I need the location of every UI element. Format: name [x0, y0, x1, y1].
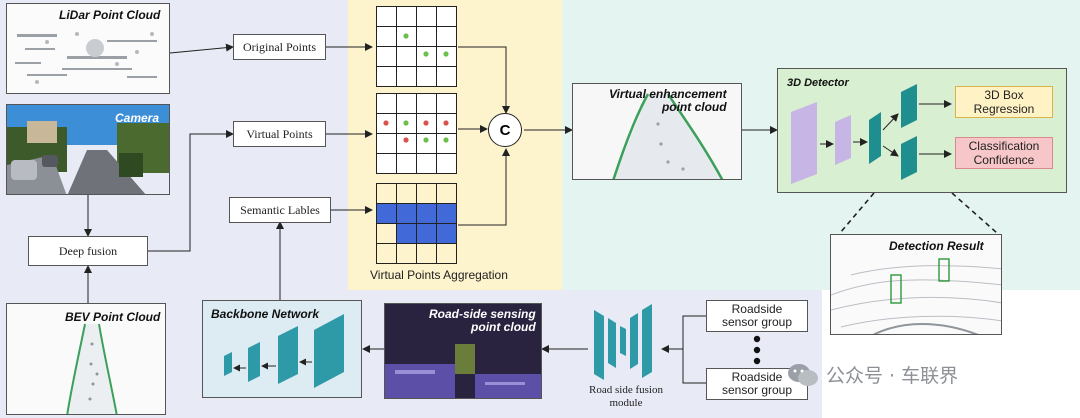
detection-result-title: Detection Result — [889, 239, 984, 253]
concat-node: C — [488, 113, 522, 147]
concat-label: C — [499, 121, 511, 139]
virtual-enhancement-panel: Virtual enhancement point cloud — [572, 83, 742, 180]
lidar-to-original-arrow — [169, 43, 234, 54]
bev-title: BEV Point Cloud — [65, 310, 161, 324]
lidar-point-cloud-panel: LiDar Point Cloud — [6, 3, 170, 94]
virtual-enhancement-title: Virtual enhancement point cloud — [609, 87, 727, 114]
detector-to-result-dashed-left — [839, 192, 875, 234]
deep-fusion-box: Deep fusion — [28, 236, 148, 266]
lidar-point-cloud-image — [15, 32, 157, 84]
semantic-grid — [376, 183, 457, 264]
original-points-box: Original Points — [233, 34, 326, 60]
detection-result-image — [831, 258, 1001, 334]
semantic-lables-box: Semantic Lables — [229, 197, 331, 223]
watermark-text: 公众号 · 车联界 — [826, 365, 959, 387]
ellipsis-dots — [753, 335, 761, 365]
road-side-sensing-image — [385, 304, 541, 398]
road-side-fusion-label: Road side fusion module — [589, 384, 663, 409]
virtual-points-grid — [376, 93, 457, 174]
bev-point-cloud-image — [66, 323, 118, 414]
backbone-title: Backbone Network — [211, 307, 320, 321]
road-side-sensing-title: Road-side sensing point cloud — [429, 307, 536, 334]
backbone-network — [224, 314, 344, 388]
grid1-to-concat-arrow — [458, 46, 510, 114]
bev-point-cloud-panel: BEV Point Cloud — [6, 303, 166, 415]
road-side-sensing-panel: Road-side sensing point cloud — [384, 303, 542, 399]
camera-panel: Camera — [6, 104, 170, 195]
original-points-grid — [376, 6, 457, 87]
box-regression-box: 3D Box Regression — [955, 86, 1053, 118]
detector-to-result-dashed-right — [951, 192, 998, 234]
grid3-to-concat-arrow — [458, 148, 510, 226]
wechat-icon — [788, 364, 818, 386]
deep-fusion-to-virtual-arrow — [148, 130, 234, 252]
roadside-sensor-group-1: Roadside sensor group — [706, 300, 808, 332]
detection-result-panel: Detection Result — [830, 234, 1002, 335]
camera-title: Camera — [115, 111, 160, 125]
detector-title: 3D Detector — [787, 77, 849, 89]
road-side-fusion-module — [594, 304, 652, 380]
camera-image — [7, 105, 169, 194]
classification-box: Classification Confidence — [955, 137, 1053, 169]
aggregation-label: Virtual Points Aggregation — [370, 268, 508, 282]
detector-network — [791, 84, 952, 184]
virtual-enhancement-image — [612, 93, 724, 179]
group1-to-fusion-arrow — [682, 315, 706, 384]
lidar-title: LiDar Point Cloud — [59, 8, 161, 22]
virtual-points-box: Virtual Points — [233, 121, 326, 147]
